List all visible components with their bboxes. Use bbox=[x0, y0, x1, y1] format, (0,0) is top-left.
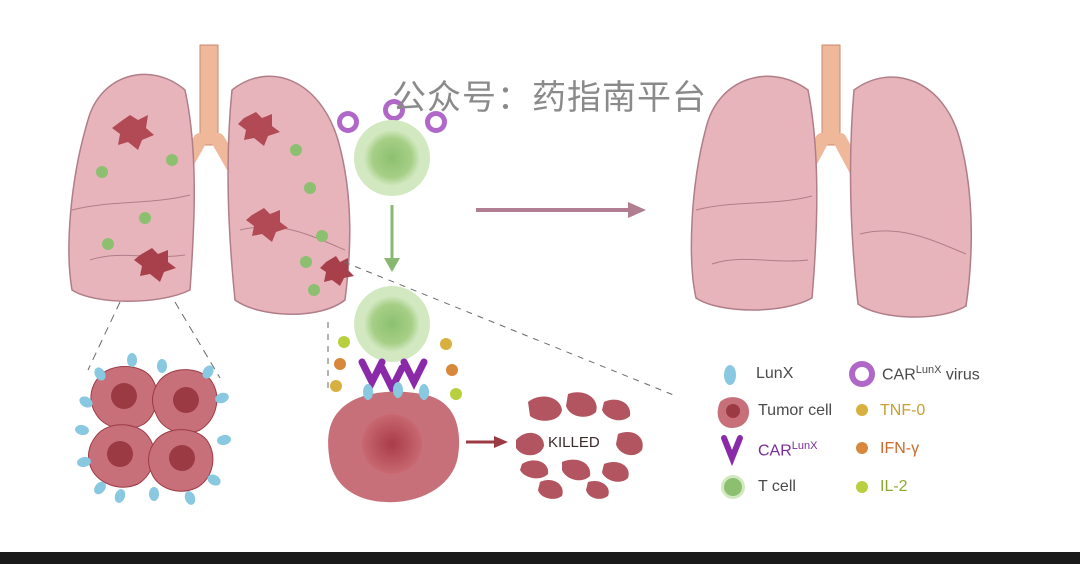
legend-car-label: CARLunX bbox=[758, 440, 817, 460]
zoom-lines-left bbox=[87, 301, 221, 379]
kill-arrow bbox=[466, 436, 508, 448]
legend-car-virus-car: CAR bbox=[882, 366, 916, 384]
legend-car-sup: LunX bbox=[791, 440, 818, 452]
car-receptors bbox=[358, 358, 428, 396]
lung-fissure bbox=[859, 230, 967, 255]
left-lungs bbox=[68, 44, 354, 315]
legend-tnf-label: TNF-0 bbox=[880, 402, 926, 419]
lung-fissure bbox=[711, 258, 809, 265]
car-icon bbox=[721, 435, 743, 467]
legend-car-text: CAR bbox=[758, 442, 792, 460]
lung-fissure bbox=[71, 194, 191, 211]
lung-fissure bbox=[239, 226, 346, 251]
lung-t-cell bbox=[96, 144, 328, 296]
legend-car-virus-label: CARLunX virus bbox=[882, 364, 980, 384]
tnf-icon bbox=[856, 404, 868, 416]
legend-lunx-label: LunX bbox=[756, 365, 794, 382]
legend-ifn-label: IFN-γ bbox=[880, 440, 920, 457]
target-tumor-cell bbox=[328, 382, 460, 503]
legend-tumor-cell-label: Tumor cell bbox=[758, 402, 833, 419]
car-virus-icon bbox=[849, 361, 875, 387]
ifn-icon bbox=[856, 442, 868, 454]
killed-label: KILLED bbox=[548, 434, 600, 451]
down-arrow bbox=[384, 205, 400, 272]
lung-tumor bbox=[246, 208, 288, 242]
right-trachea bbox=[821, 44, 841, 146]
lung-tumor bbox=[134, 248, 176, 282]
lung-tumor bbox=[112, 115, 154, 150]
legend-car-virus-suffix: virus bbox=[941, 366, 980, 384]
cytokines bbox=[330, 336, 462, 400]
lunx-icon bbox=[724, 365, 736, 385]
t-cell-bottom bbox=[354, 286, 430, 362]
legend-car-virus-sup: LunX bbox=[915, 364, 942, 376]
tumor-cluster bbox=[75, 353, 231, 505]
car-virus-group bbox=[337, 99, 447, 133]
killed-fragments bbox=[516, 392, 643, 499]
bottom-bar bbox=[0, 552, 1080, 564]
t-cell-top bbox=[354, 120, 430, 196]
lunx-antigen bbox=[75, 353, 231, 505]
right-lung-left-lobe bbox=[849, 76, 973, 318]
lung-tumor bbox=[238, 112, 280, 146]
il2-icon bbox=[856, 481, 868, 493]
left-lung-right-lobe bbox=[68, 73, 196, 302]
legend-t-cell-label: T cell bbox=[758, 478, 796, 495]
watermark: 公众号：药指南平台 bbox=[392, 78, 707, 118]
tumor-cell-icon bbox=[717, 397, 750, 428]
left-trachea bbox=[199, 44, 219, 146]
lung-fissure bbox=[89, 254, 186, 261]
legend bbox=[717, 361, 875, 499]
treatment-arrow bbox=[476, 202, 646, 218]
right-lungs bbox=[690, 44, 973, 318]
car-virus bbox=[337, 99, 447, 133]
legend-il2-label: IL-2 bbox=[880, 478, 908, 495]
lung-fissure bbox=[695, 195, 813, 211]
t-cell-icon bbox=[721, 475, 745, 499]
right-lung-right-lobe bbox=[690, 75, 818, 311]
lung-tumor bbox=[320, 256, 354, 286]
